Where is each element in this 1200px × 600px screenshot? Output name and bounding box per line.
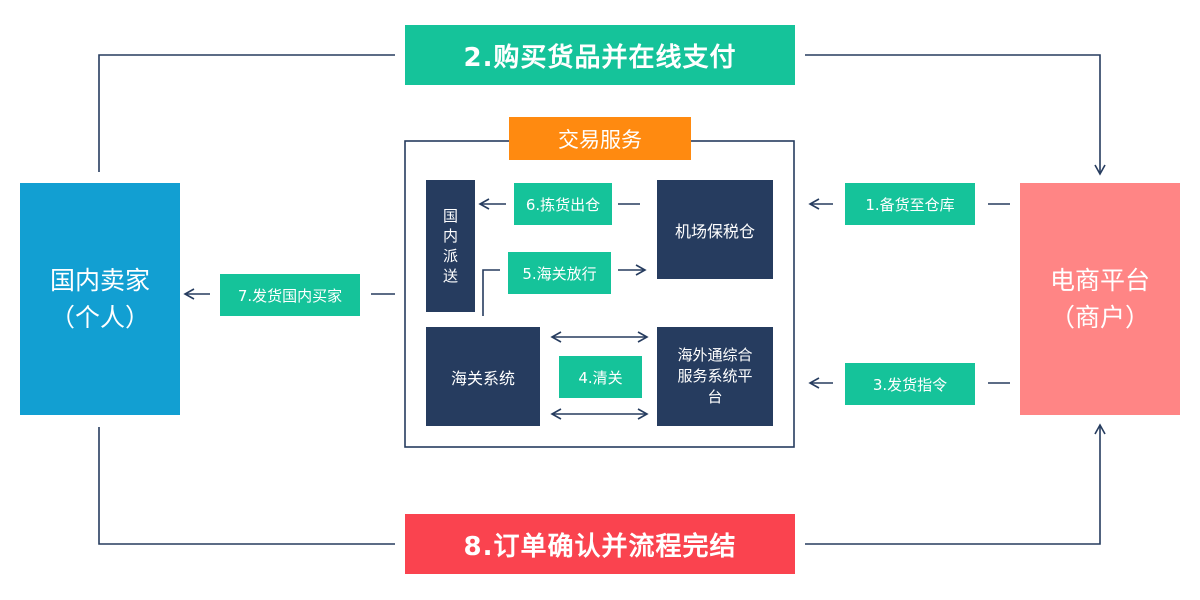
- step-8-order-complete: 8.订单确认并流程完结: [405, 514, 795, 574]
- overseas-platform-line-1: 海外通综合: [677, 346, 753, 364]
- domestic-delivery-box: 国 内 派 送: [426, 180, 475, 312]
- step-5-customs-release: 5.海关放行: [508, 252, 611, 294]
- domestic-buyer-title: 国内卖家: [49, 265, 150, 295]
- domestic-delivery-char-3: 派: [442, 247, 458, 265]
- connector-final-to-platform: [805, 423, 1106, 545]
- domestic-delivery-char-2: 内: [442, 226, 458, 245]
- connector-buyer-to-purchase: [98, 54, 395, 172]
- domestic-delivery-char-4: 送: [442, 267, 458, 286]
- domestic-buyer-box: 国内卖家 （个人）: [20, 183, 180, 415]
- step-1-stock-to-warehouse: 1.备货至仓库: [845, 183, 975, 225]
- overseas-platform-line-2: 服务系统平: [677, 367, 753, 385]
- step-2-purchase-pay: 2.购买货品并在线支付: [405, 25, 795, 85]
- step-6-picking-out: 6.拣货出仓: [514, 183, 612, 225]
- ecommerce-platform-box: 电商平台 （商户）: [1020, 183, 1180, 415]
- connector-purchase-to-platform: [805, 54, 1106, 176]
- step-7-ship-to-buyer: 7.发货国内买家: [220, 274, 360, 316]
- connector-buyer-to-final: [98, 427, 395, 545]
- overseas-platform-line-3: 台: [707, 388, 723, 406]
- customs-system-box: 海关系统: [426, 327, 540, 426]
- ecommerce-platform-subtitle: （商户）: [1049, 303, 1150, 332]
- domestic-delivery-char-1: 国: [442, 206, 458, 225]
- overseas-platform-box: 海外通综合 服务系统平 台: [657, 327, 773, 426]
- step-3-shipping-order: 3.发货指令: [845, 363, 975, 405]
- step-4-customs-clearance: 4.清关: [559, 356, 642, 398]
- bonded-warehouse-box: 机场保税仓: [657, 180, 773, 279]
- trade-service-label: 交易服务: [509, 117, 691, 160]
- domestic-buyer-subtitle: （个人）: [49, 303, 150, 332]
- ecommerce-platform-title: 电商平台: [1049, 265, 1150, 295]
- connector-customs-to-release: [482, 269, 500, 316]
